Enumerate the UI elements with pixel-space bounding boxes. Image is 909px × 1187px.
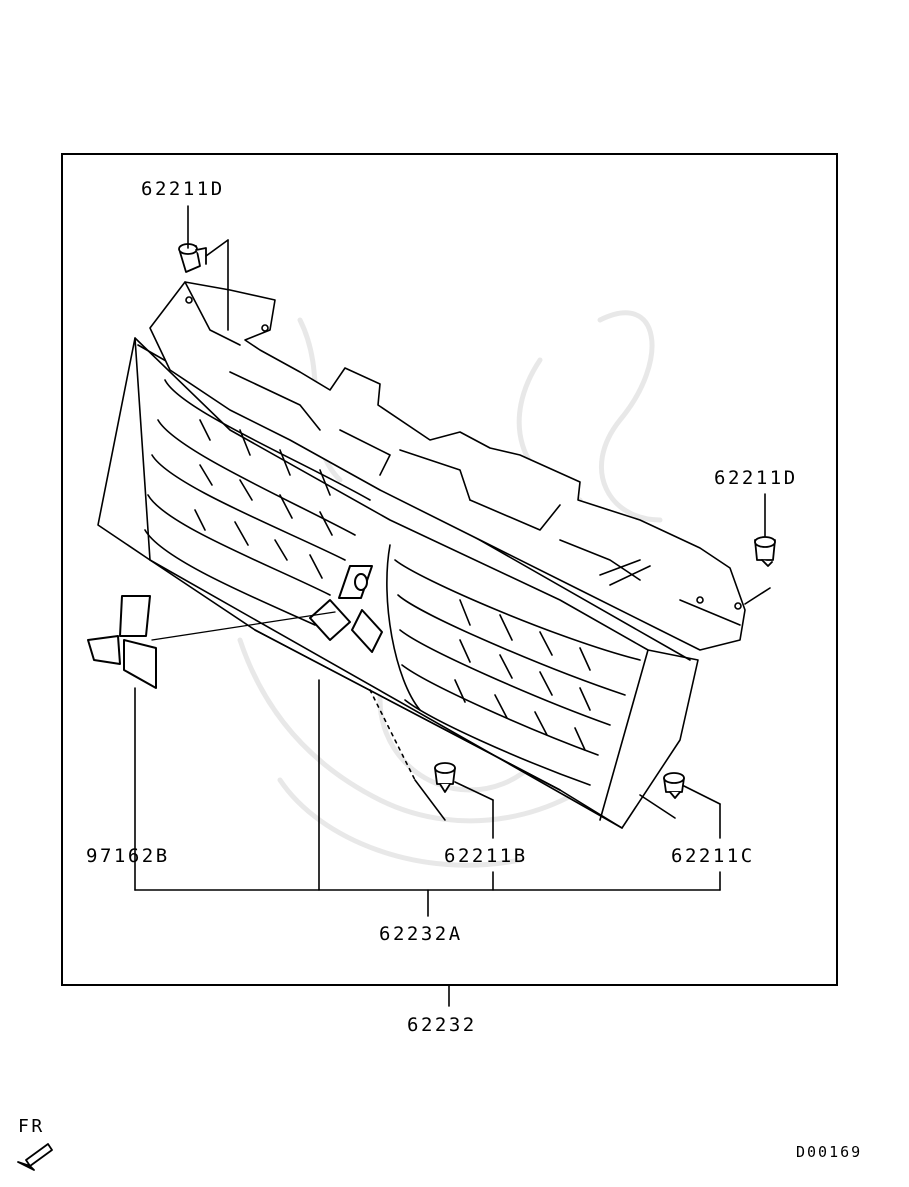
callout-97162B[interactable]: 97162B — [86, 845, 170, 867]
callout-62232A[interactable]: 62232A — [379, 923, 463, 945]
diagram-frame — [61, 153, 838, 986]
grille-slats-right — [386, 544, 641, 786]
clip-62211D-top — [178, 243, 207, 273]
callout-62211C[interactable]: 62211C — [671, 845, 755, 867]
grille-emblem — [309, 565, 383, 653]
upper-bracket — [149, 281, 746, 651]
callout-62211D-top[interactable]: 62211D — [141, 178, 225, 200]
clip-62211D-right — [754, 536, 776, 567]
callout-62211D-right[interactable]: 62211D — [714, 467, 798, 489]
grille-slats-left — [144, 379, 371, 626]
direction-label: FR — [18, 1116, 45, 1137]
loose-emblem — [87, 595, 336, 689]
clip-62211C — [663, 772, 685, 799]
diagram-code: D00169 — [796, 1143, 863, 1161]
callout-62232[interactable]: 62232 — [407, 1014, 477, 1036]
leader-lines — [134, 205, 771, 1007]
clip-62211B — [434, 762, 456, 793]
fr-arrow-icon — [17, 1143, 53, 1171]
callout-62211B[interactable]: 62211B — [444, 845, 528, 867]
